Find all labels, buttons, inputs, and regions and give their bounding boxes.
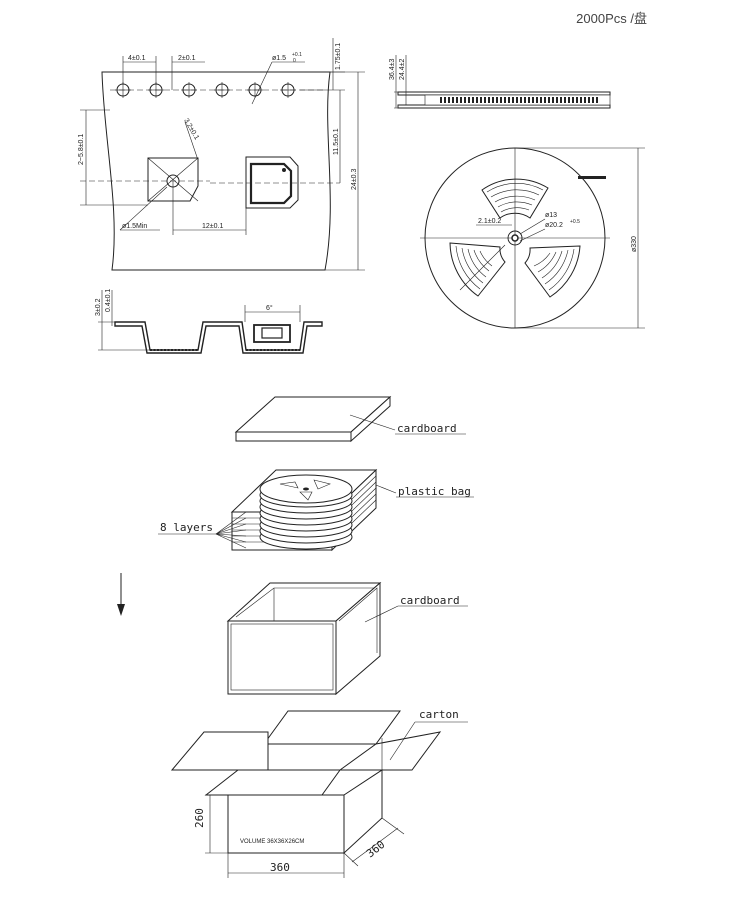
reel-hub (507, 230, 523, 246)
dim-hub-tol: +0.5 (570, 219, 580, 225)
sprocket-holes (115, 82, 296, 98)
reel-side-view: 36.4±3 24.4±2 (389, 55, 611, 109)
carton-box: VOLUME 36X36X26CM carton 260 360 360 (170, 708, 468, 878)
dim-cavity-depth: 3±0.2 (95, 298, 102, 316)
dim-tape-thickness: 0.4±0.1 (105, 289, 112, 312)
dim-carton-height: 260 (193, 808, 206, 828)
dim-carton-width: 360 (270, 861, 290, 874)
dim-reel-width-inner: 24.4±2 (399, 59, 406, 80)
label-plastic-bag: plastic bag (398, 485, 471, 498)
tape-top-view: 4±0.1 2±0.1 ø1.5 +0.1 0 1.75±0.1 3.2±0.1 (78, 38, 365, 271)
plastic-bag-with-reels: plastic bag 8 layers (158, 468, 474, 552)
reel-front-view: 2.1±0.2 ø13 ø20.2 +0.5 ø330 (420, 147, 645, 329)
quantity-per-reel-label: 2000Pcs /盘 (576, 11, 647, 26)
dim-sprocket-pitch: 4±0.1 (128, 55, 146, 62)
dim-cavity-diag: 3.2±0.1 (182, 118, 200, 142)
dim-hub-slot: 2.1±0.2 (478, 218, 501, 225)
dim-hub-dia: ø20.2 (545, 222, 563, 229)
reel-window-right (524, 245, 581, 298)
cavity-left (147, 157, 199, 202)
down-arrow-icon (117, 573, 125, 616)
cardboard-box: cardboard (226, 581, 468, 696)
dim-reel-width-outer: 36.4±3 (389, 59, 396, 80)
reel-label-strip (578, 176, 606, 179)
dim-reel-diameter: ø330 (631, 236, 638, 252)
dim-pocket-pitch: 12±0.1 (202, 223, 223, 230)
label-layers: 8 layers (160, 521, 213, 534)
dim-draft-angle: 6° (266, 304, 273, 312)
dim-cavity-hole-min: ø1.5Min (122, 223, 147, 230)
label-box-cardboard: cardboard (400, 594, 460, 607)
dim-edge-to-hole: 1.75±0.1 (335, 43, 342, 70)
label-carton: carton (419, 708, 459, 721)
tape-profile (114, 321, 323, 354)
reel-window-top (481, 178, 549, 219)
top-cardboard-sheet: cardboard (234, 395, 466, 443)
dim-sprocket-hole-tol: +0.1 (292, 52, 302, 58)
dim-tape-width: 24±0.3 (351, 169, 358, 190)
dim-hole-to-cavity: 11.5±0.1 (333, 128, 340, 155)
carton-volume-text: VOLUME 36X36X26CM (240, 839, 304, 845)
tape-section-view: 3±0.2 0.4±0.1 6° (95, 289, 323, 354)
dim-sprocket-hole-dia: ø1.5 (272, 55, 286, 62)
label-top-cardboard: cardboard (397, 422, 457, 435)
dim-arbor-hole: ø13 (545, 212, 557, 219)
dim-carton-depth: 360 (364, 838, 388, 860)
dim-sprocket-hole-tol-low: 0 (293, 58, 296, 64)
reel-window-left (449, 242, 506, 297)
reel-stack (259, 474, 353, 550)
dim-pocket-length: 2~5.8±0.1 (78, 134, 85, 165)
dim-pocket-small-pitch-value: 2±0.1 (178, 55, 196, 62)
